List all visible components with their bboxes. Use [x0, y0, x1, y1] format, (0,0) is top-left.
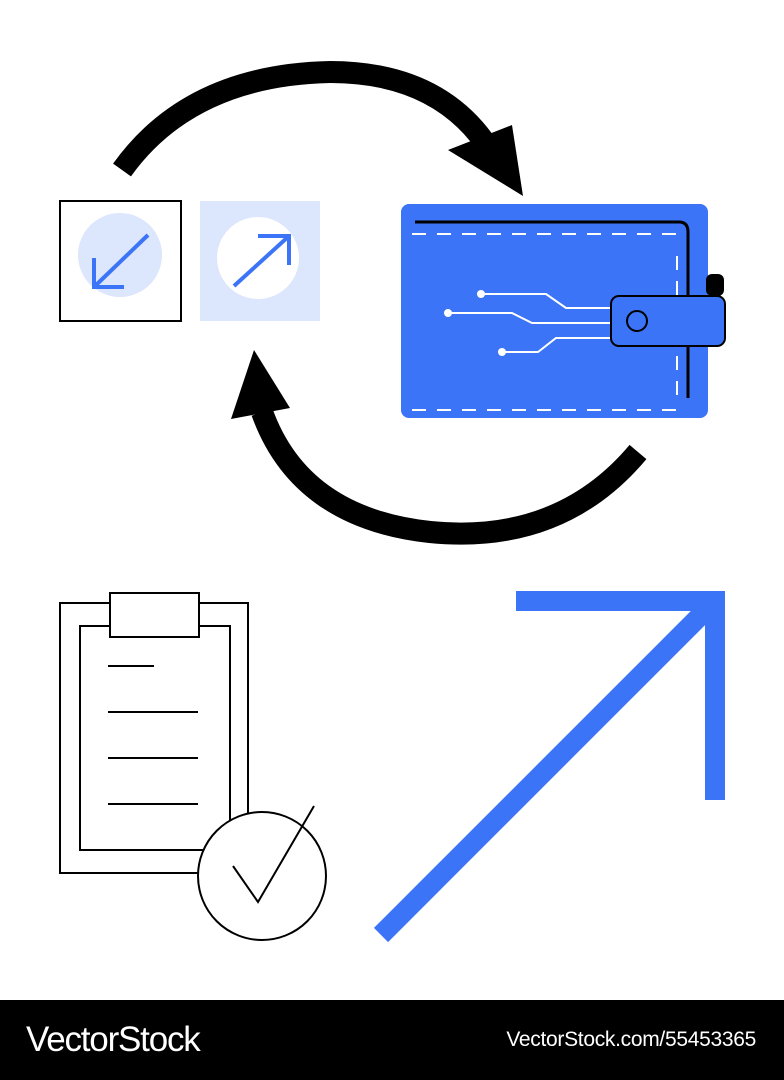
- image-credit: VectorStock.com/55453365: [506, 1028, 756, 1051]
- cycle-arrow-top-icon: [113, 60, 523, 196]
- checkmark-circle-icon: [197, 805, 327, 941]
- brand-logo[interactable]: VectorStock: [26, 1020, 201, 1059]
- footer-bar: VectorStock VectorStock.com/55453365: [0, 1000, 784, 1080]
- illustration: [59, 60, 726, 943]
- cycle-arrow-bottom-icon: [231, 350, 647, 545]
- clipboard-icon: [59, 592, 249, 874]
- arrow-down-left-icon: [59, 200, 182, 322]
- growth-arrow-icon: [373, 591, 725, 943]
- digital-wallet-icon: [401, 204, 726, 418]
- arrow-up-right-icon: [200, 201, 320, 321]
